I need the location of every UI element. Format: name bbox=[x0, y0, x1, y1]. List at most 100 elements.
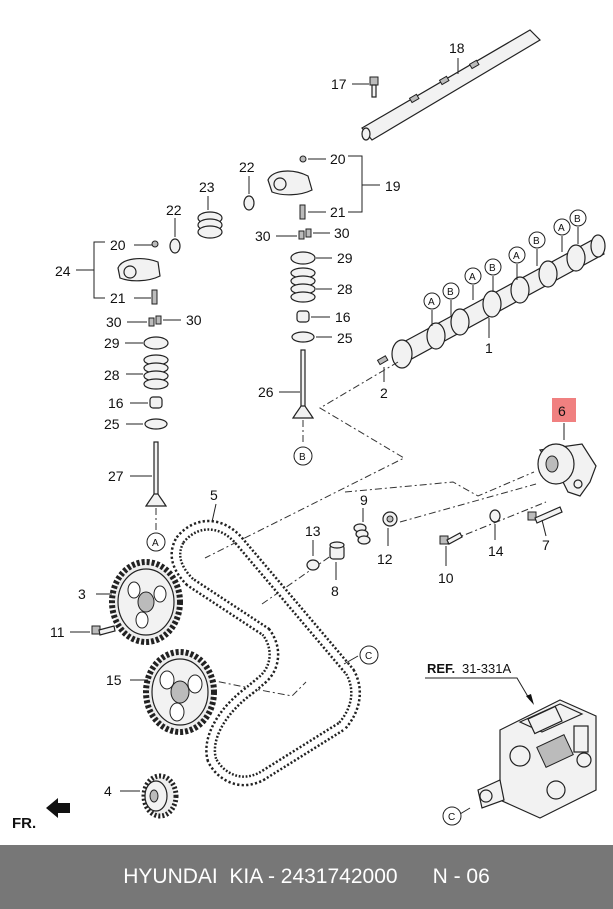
bolt-7[interactable] bbox=[527, 506, 563, 524]
label-11: 11 bbox=[50, 624, 65, 640]
footer-page-code: N - 06 bbox=[432, 865, 490, 888]
marker-c-belt bbox=[359, 645, 379, 665]
svg-text:A: A bbox=[558, 223, 565, 234]
washer-22-left[interactable] bbox=[169, 238, 181, 254]
svg-text:B: B bbox=[533, 236, 540, 247]
label-3: 3 bbox=[78, 586, 86, 602]
svg-text:A: A bbox=[469, 272, 476, 283]
label-5: 5 bbox=[210, 487, 218, 503]
label-29-left: 29 bbox=[104, 335, 120, 351]
rocker-arm-left[interactable] bbox=[117, 258, 161, 282]
rocker-arm-upper[interactable] bbox=[267, 170, 313, 196]
washer-13[interactable] bbox=[306, 559, 320, 571]
injection-pump[interactable] bbox=[477, 699, 597, 819]
keeper-30-left-b[interactable] bbox=[155, 315, 162, 325]
ref-label: REF. bbox=[427, 661, 455, 676]
label-25-right: 25 bbox=[337, 330, 353, 346]
marker-b-valve bbox=[293, 446, 313, 466]
label-30-right-b: 30 bbox=[334, 225, 350, 241]
camshaft-sprocket[interactable] bbox=[109, 559, 183, 645]
valve-spring-28-left[interactable] bbox=[143, 354, 169, 390]
bolt-12[interactable] bbox=[382, 511, 398, 527]
cam-lobe-markers: A B A B A B A B bbox=[423, 209, 587, 326]
label-1: 1 bbox=[485, 340, 493, 356]
spring-23[interactable] bbox=[197, 211, 223, 239]
screw-21-left[interactable] bbox=[151, 289, 158, 305]
keeper-30-right-b[interactable] bbox=[305, 228, 312, 238]
retainer-29-right[interactable] bbox=[290, 251, 316, 265]
label-16-right: 16 bbox=[335, 309, 351, 325]
pump-sprocket[interactable] bbox=[143, 649, 217, 735]
label-23: 23 bbox=[199, 179, 215, 195]
washer-22-right[interactable] bbox=[243, 195, 255, 211]
washer-14[interactable] bbox=[489, 509, 501, 523]
label-19: 19 bbox=[385, 178, 401, 194]
valve-27[interactable] bbox=[144, 441, 168, 507]
seal-16-left[interactable] bbox=[149, 396, 163, 409]
bolt-11[interactable] bbox=[91, 625, 116, 636]
label-16-left: 16 bbox=[108, 395, 124, 411]
label-17: 17 bbox=[331, 76, 347, 92]
screw-21-upper[interactable] bbox=[299, 204, 306, 220]
label-30-left-a: 30 bbox=[106, 314, 122, 330]
pin-2[interactable] bbox=[376, 355, 389, 366]
parts-diagram: 18 17 20 21 19 22 23 22 20 21 24 bbox=[12, 29, 606, 832]
tensioner[interactable] bbox=[537, 443, 597, 497]
nut-20-upper[interactable] bbox=[299, 155, 307, 163]
label-28-right: 28 bbox=[337, 281, 353, 297]
ref-arrow-icon bbox=[526, 694, 534, 705]
marker-c-belt-text: C bbox=[365, 651, 372, 662]
label-10: 10 bbox=[438, 570, 454, 586]
label-4: 4 bbox=[104, 783, 112, 799]
label-25-left: 25 bbox=[104, 416, 120, 432]
crankshaft-sprocket[interactable] bbox=[141, 773, 179, 819]
svg-text:B: B bbox=[447, 287, 454, 298]
label-28-left: 28 bbox=[104, 367, 120, 383]
keeper-30-right-a[interactable] bbox=[298, 230, 305, 240]
marker-a-valve bbox=[146, 532, 166, 552]
label-13: 13 bbox=[305, 523, 321, 539]
nut-20-left[interactable] bbox=[151, 240, 159, 248]
retainer-29-left[interactable] bbox=[143, 336, 169, 350]
valve-spring-28-right[interactable] bbox=[290, 267, 316, 303]
label-9: 9 bbox=[360, 492, 368, 508]
marker-c-pump-text: C bbox=[448, 812, 455, 823]
svg-text:A: A bbox=[513, 251, 520, 262]
keeper-30-left-a[interactable] bbox=[148, 317, 155, 327]
front-label: FR. bbox=[12, 815, 36, 832]
bolt-10[interactable] bbox=[439, 532, 463, 545]
marker-c-pump bbox=[442, 806, 462, 826]
label-21-left: 21 bbox=[110, 290, 126, 306]
svg-text:B: B bbox=[489, 263, 496, 274]
label-8: 8 bbox=[331, 583, 339, 599]
valve-26[interactable] bbox=[291, 349, 315, 419]
highlight-6[interactable] bbox=[552, 398, 576, 422]
label-24: 24 bbox=[55, 263, 71, 279]
seat-25-left[interactable] bbox=[144, 418, 168, 430]
bolt-17[interactable] bbox=[369, 76, 379, 98]
label-30-left-b: 30 bbox=[186, 312, 202, 328]
timing-belt[interactable] bbox=[170, 519, 362, 787]
seat-25-right[interactable] bbox=[291, 331, 315, 343]
label-20-upper: 20 bbox=[330, 151, 346, 167]
svg-text:B: B bbox=[574, 214, 581, 225]
label-26: 26 bbox=[258, 384, 274, 400]
label-12: 12 bbox=[377, 551, 393, 567]
label-18: 18 bbox=[449, 40, 465, 56]
marker-a-valve-text: A bbox=[152, 538, 159, 549]
label-27: 27 bbox=[108, 468, 124, 484]
label-22-left: 22 bbox=[166, 202, 182, 218]
footer-bar: HYUNDAI KIA - 2431742000 N - 06 bbox=[0, 845, 613, 909]
label-20-left: 20 bbox=[110, 237, 126, 253]
label-30-right-a: 30 bbox=[255, 228, 271, 244]
rocker-shaft[interactable] bbox=[361, 29, 541, 141]
label-6: 6 bbox=[558, 403, 566, 419]
seal-16-right[interactable] bbox=[296, 310, 310, 323]
footer-part-number: HYUNDAI KIA - 2431742000 bbox=[123, 865, 398, 888]
spring-9[interactable] bbox=[353, 523, 371, 545]
label-29-right: 29 bbox=[337, 250, 353, 266]
rod-8[interactable] bbox=[329, 541, 345, 560]
front-arrow-icon bbox=[46, 798, 70, 818]
label-2: 2 bbox=[380, 385, 388, 401]
camshaft[interactable] bbox=[391, 234, 606, 369]
